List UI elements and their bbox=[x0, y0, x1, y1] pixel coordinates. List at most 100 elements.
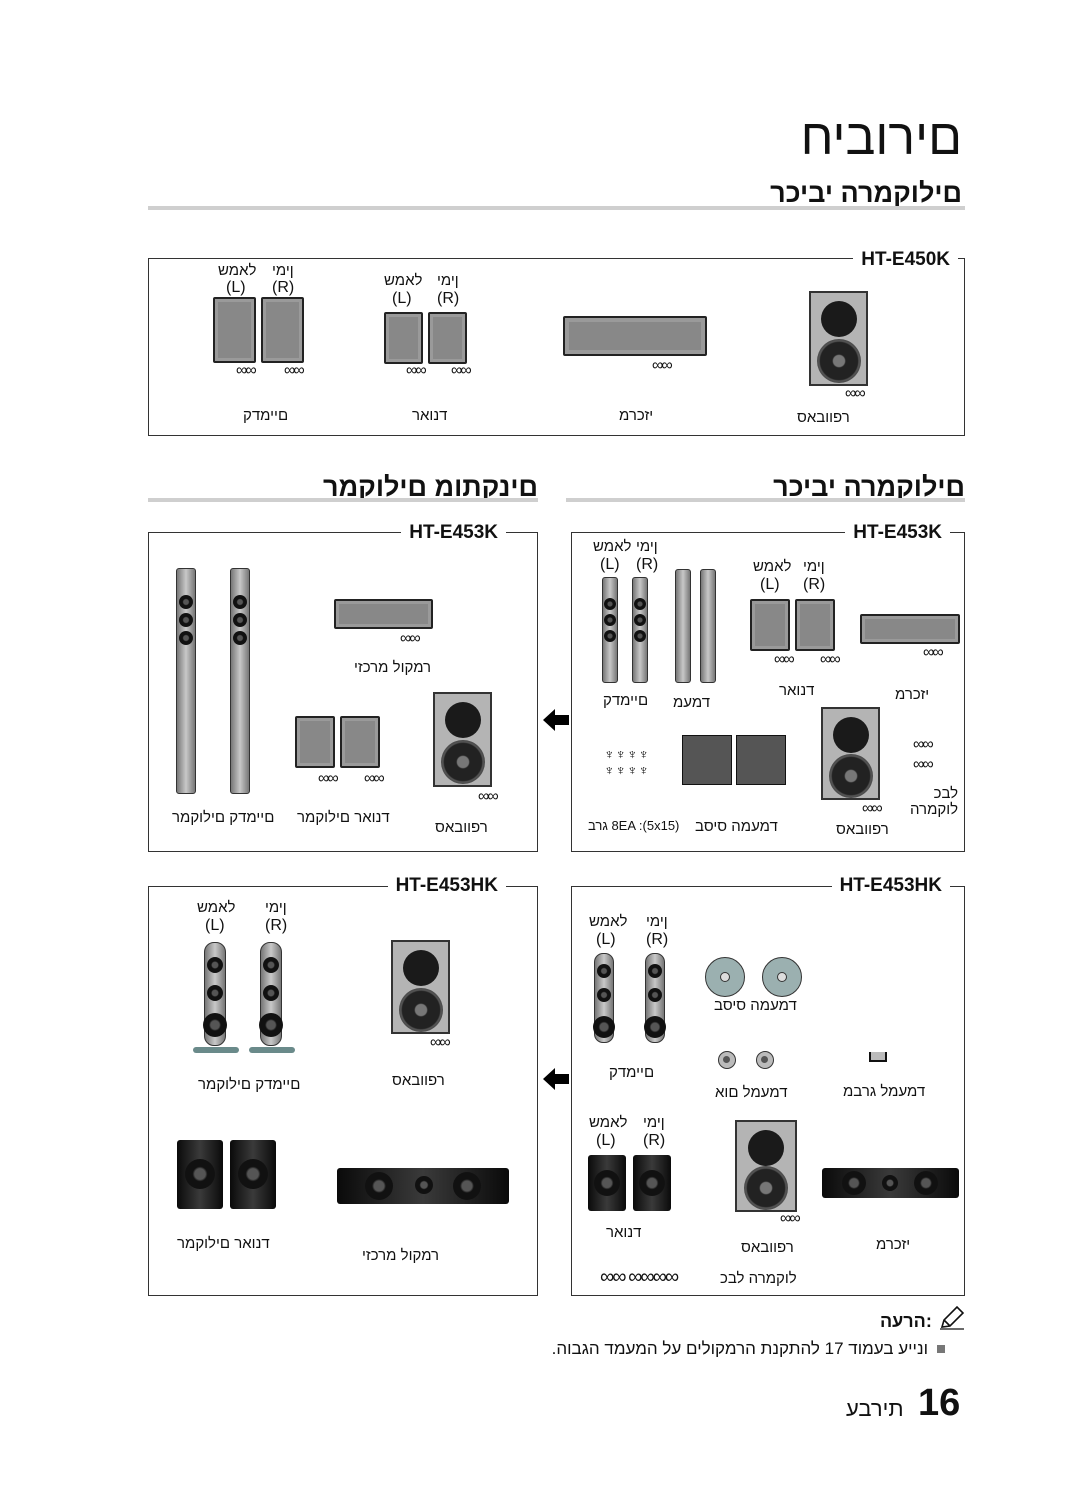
r-marker: (R) bbox=[636, 556, 659, 573]
r-marker: (R) bbox=[437, 290, 460, 307]
surround-speaker-left-image bbox=[177, 1140, 223, 1209]
surround-speaker-left-image bbox=[750, 599, 790, 651]
front-speaker-right-image bbox=[644, 953, 666, 1043]
right-label: ןימי bbox=[265, 899, 287, 916]
cable-icon: ∞∞ bbox=[774, 651, 795, 668]
note-text: ונייע בעמוד 17 להתקנת הרמקולים על המעמד … bbox=[551, 1339, 928, 1358]
center-speaker-label: רמקול מרכזי bbox=[354, 659, 432, 676]
front-speakers-label: םיימדק םילוקמר bbox=[198, 1076, 301, 1093]
stand-connector-label: דמעמל גרבמ bbox=[843, 1083, 926, 1100]
subwoofer-image bbox=[391, 940, 450, 1034]
r-marker: (R) bbox=[643, 1132, 666, 1149]
l-marker: (L) bbox=[205, 917, 225, 934]
speaker-cable-icon: ∞∞ bbox=[913, 756, 934, 773]
surround-speaker-left-image bbox=[588, 1155, 626, 1211]
cable-icon: ∞∞ bbox=[406, 362, 427, 379]
model-label-e453hk-right: HT-E453HK bbox=[831, 875, 950, 897]
surround-speaker-right-image bbox=[795, 599, 835, 651]
r-marker: (R) bbox=[803, 576, 826, 593]
subwoofer-image bbox=[735, 1120, 797, 1212]
center-speaker-image bbox=[860, 614, 960, 644]
subwoofer-label: רפוובאס bbox=[392, 1072, 445, 1089]
left-label: לאמש bbox=[589, 913, 628, 930]
front-speaker-right-image bbox=[259, 942, 283, 1046]
language-label: תירבע bbox=[846, 1396, 904, 1421]
left-label: לאמש bbox=[593, 538, 632, 555]
cable-icon: ∞∞ bbox=[400, 630, 421, 647]
surround-speakers-label: דנואר םילוקמר bbox=[297, 809, 390, 826]
speaker-cable-label: לוקמרה לבכ bbox=[720, 1270, 797, 1287]
center-speaker-image bbox=[822, 1168, 959, 1198]
center-speaker-image bbox=[563, 316, 707, 356]
cable-icon: ∞∞ bbox=[652, 357, 673, 374]
front-label: םיימדק bbox=[609, 1064, 655, 1081]
cable-icon: ∞∞ bbox=[284, 362, 305, 379]
cable-icon: ∞∞ bbox=[820, 651, 841, 668]
screws-icon: ♆♆♆♆♆♆♆♆ bbox=[604, 746, 650, 778]
left-label: לאמש bbox=[589, 1114, 628, 1131]
page-number: 16 bbox=[918, 1382, 961, 1424]
center-speaker-image bbox=[334, 599, 433, 629]
surround-speaker-right-image bbox=[428, 312, 467, 364]
section-rule bbox=[148, 498, 538, 502]
stand-base-image bbox=[682, 735, 732, 785]
model-label-e450k: HT-E450K bbox=[853, 249, 958, 271]
surround-speaker-left-image bbox=[295, 716, 335, 768]
cable-icon: ∞∞ bbox=[364, 770, 385, 787]
left-label: לאמש bbox=[753, 558, 792, 575]
stand-image bbox=[700, 569, 716, 683]
stand-label: דמעמ bbox=[673, 694, 711, 711]
stand-base-disc-image bbox=[705, 957, 745, 997]
subwoofer-image bbox=[433, 692, 492, 787]
subwoofer-label: רפוובאס bbox=[797, 409, 850, 426]
right-label: ןימי bbox=[643, 1114, 665, 1131]
tallboy-speaker-right-image bbox=[230, 568, 250, 794]
right-label: ןימי bbox=[646, 913, 668, 930]
arrow-left-icon bbox=[543, 709, 569, 731]
subwoofer-label: רפוובאס bbox=[836, 821, 889, 838]
left-label: לאמש bbox=[218, 262, 257, 279]
surround-speaker-right-image bbox=[633, 1155, 671, 1211]
right-label: ןימי bbox=[272, 262, 294, 279]
nut-image bbox=[756, 1051, 774, 1069]
center-label: יזכרמ bbox=[876, 1236, 911, 1253]
surround-label: דנואר bbox=[779, 682, 815, 699]
section-title-components: םילוקמרה יביכר bbox=[770, 178, 962, 208]
screw-label: 8EA :(5x15) גרב bbox=[588, 818, 680, 833]
model-label-e453k-left: HT-E453K bbox=[401, 522, 506, 544]
section-rule bbox=[148, 206, 965, 210]
center-label: יזכרמ bbox=[619, 407, 654, 424]
surround-speakers-label: דנואר םילוקמר bbox=[177, 1235, 270, 1252]
pencil-note-icon bbox=[938, 1305, 966, 1331]
front-label: םיימדק bbox=[603, 692, 649, 709]
front-speaker-right-image bbox=[261, 297, 304, 363]
stand-base-label: דמעמה סיסב bbox=[714, 997, 797, 1014]
section-title-components-right: םילוקמרה יביכר bbox=[773, 472, 965, 502]
ht-e450k-box bbox=[148, 258, 965, 436]
r-marker: (R) bbox=[646, 931, 669, 948]
cable-icon: ∞∞ bbox=[430, 1034, 451, 1051]
left-label: לאמש bbox=[384, 272, 423, 289]
section-title-installed: םינקתומ םילוקמר bbox=[323, 472, 538, 502]
cable-icon: ∞∞ bbox=[845, 385, 866, 402]
note-title: :הרעה bbox=[880, 1311, 932, 1331]
cable-icon: ∞∞ bbox=[862, 800, 883, 817]
ht-e453k-installed-box bbox=[148, 532, 538, 852]
surround-speaker-left-image bbox=[384, 312, 423, 364]
front-speaker-left-image bbox=[213, 297, 256, 363]
model-label-e453k-right: HT-E453K bbox=[845, 522, 950, 544]
page-title: םירוביח bbox=[800, 109, 962, 165]
surround-speaker-right-image bbox=[340, 716, 380, 768]
l-marker: (L) bbox=[760, 576, 780, 593]
front-speaker-left-image bbox=[602, 577, 618, 683]
surround-label: דנואר bbox=[412, 407, 448, 424]
center-speaker-label: רמקול מרכזי bbox=[362, 1247, 440, 1264]
stand-image bbox=[675, 569, 691, 683]
front-speakers-label: םיימדק םילוקמר bbox=[172, 809, 275, 826]
front-speaker-left-image bbox=[203, 942, 227, 1046]
right-label: ןימי bbox=[803, 558, 825, 575]
cable-icon: ∞∞ bbox=[478, 788, 499, 805]
right-label: ןימי bbox=[636, 538, 658, 555]
left-label: לאמש bbox=[197, 899, 236, 916]
stand-base-label: דמעמה סיסב bbox=[695, 818, 778, 835]
